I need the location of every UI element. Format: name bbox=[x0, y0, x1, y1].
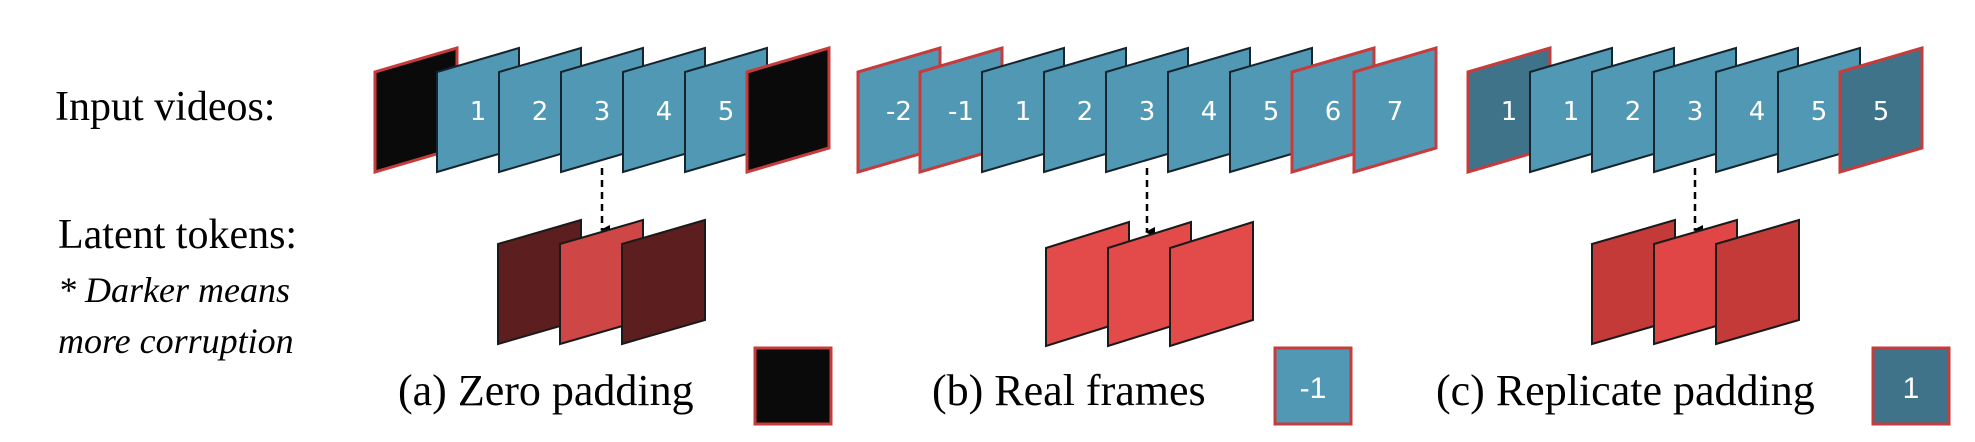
padding-frame-shape bbox=[745, 45, 831, 175]
panel-replicate-padding: 1 1 2 3 4 5 5 (c) Replicate padding 1 bbox=[1436, 45, 1951, 426]
panel-caption: (c) Replicate padding bbox=[1436, 366, 1815, 415]
video-frame: 7 bbox=[1352, 45, 1438, 175]
frame-number-label: 5 bbox=[1811, 97, 1828, 127]
note-line-2: more corruption bbox=[58, 321, 294, 361]
swatch-box bbox=[753, 346, 833, 426]
swatch-label: 1 bbox=[1903, 372, 1920, 405]
padding-frame-shape bbox=[1838, 45, 1924, 175]
frame-number-label: 4 bbox=[1749, 97, 1766, 127]
panel-real-frames: -2 -1 1 2 3 4 5 6 7 (b) Real frames -1 bbox=[856, 45, 1438, 426]
frame-number-label: 7 bbox=[1387, 97, 1404, 127]
frame-number-label: 3 bbox=[594, 97, 611, 127]
frame-number-label: 4 bbox=[1201, 97, 1218, 127]
panel-caption: (b) Real frames bbox=[932, 366, 1206, 415]
video-frame: 5 bbox=[1838, 45, 1924, 175]
padding-swatch: 1 bbox=[1871, 346, 1951, 426]
frame-number-label: 1 bbox=[1015, 97, 1032, 127]
frame-number-label: 1 bbox=[470, 97, 487, 127]
frame-number-label: -2 bbox=[886, 97, 912, 127]
note-line-1: * Darker means bbox=[58, 270, 290, 310]
swatch-box bbox=[1273, 346, 1353, 426]
padding-frame-shape bbox=[1352, 45, 1438, 175]
frame-number-label: 5 bbox=[1873, 97, 1890, 127]
frame-number-label: 3 bbox=[1139, 97, 1156, 127]
frame-number-label: 5 bbox=[718, 97, 735, 127]
video-frame bbox=[745, 45, 831, 175]
frame-number-label: 4 bbox=[656, 97, 673, 127]
frame-number-label: 2 bbox=[1077, 97, 1094, 127]
latent-tokens-label: Latent tokens: bbox=[58, 212, 297, 258]
frame-number-label: 3 bbox=[1687, 97, 1704, 127]
padding-swatch bbox=[753, 346, 833, 426]
latent-token bbox=[1715, 218, 1800, 346]
panel-caption: (a) Zero padding bbox=[398, 366, 694, 415]
frame-number-label: 2 bbox=[532, 97, 549, 127]
swatch-label: -1 bbox=[1300, 372, 1327, 405]
frame-number-label: 5 bbox=[1263, 97, 1280, 127]
padding-swatch: -1 bbox=[1273, 346, 1353, 426]
input-videos-label: Input videos: bbox=[55, 84, 275, 130]
frame-number-label: 2 bbox=[1625, 97, 1642, 127]
frame-number-label: -1 bbox=[948, 97, 974, 127]
panel-zero-padding: 1 2 3 4 5 (a) Zero padding bbox=[373, 45, 833, 426]
swatch-box bbox=[1871, 346, 1951, 426]
latent-token bbox=[621, 218, 706, 346]
latent-token bbox=[1169, 220, 1254, 348]
frame-number-label: 1 bbox=[1563, 97, 1580, 127]
frame-number-label: 1 bbox=[1501, 97, 1518, 127]
frame-number-label: 6 bbox=[1325, 97, 1342, 127]
